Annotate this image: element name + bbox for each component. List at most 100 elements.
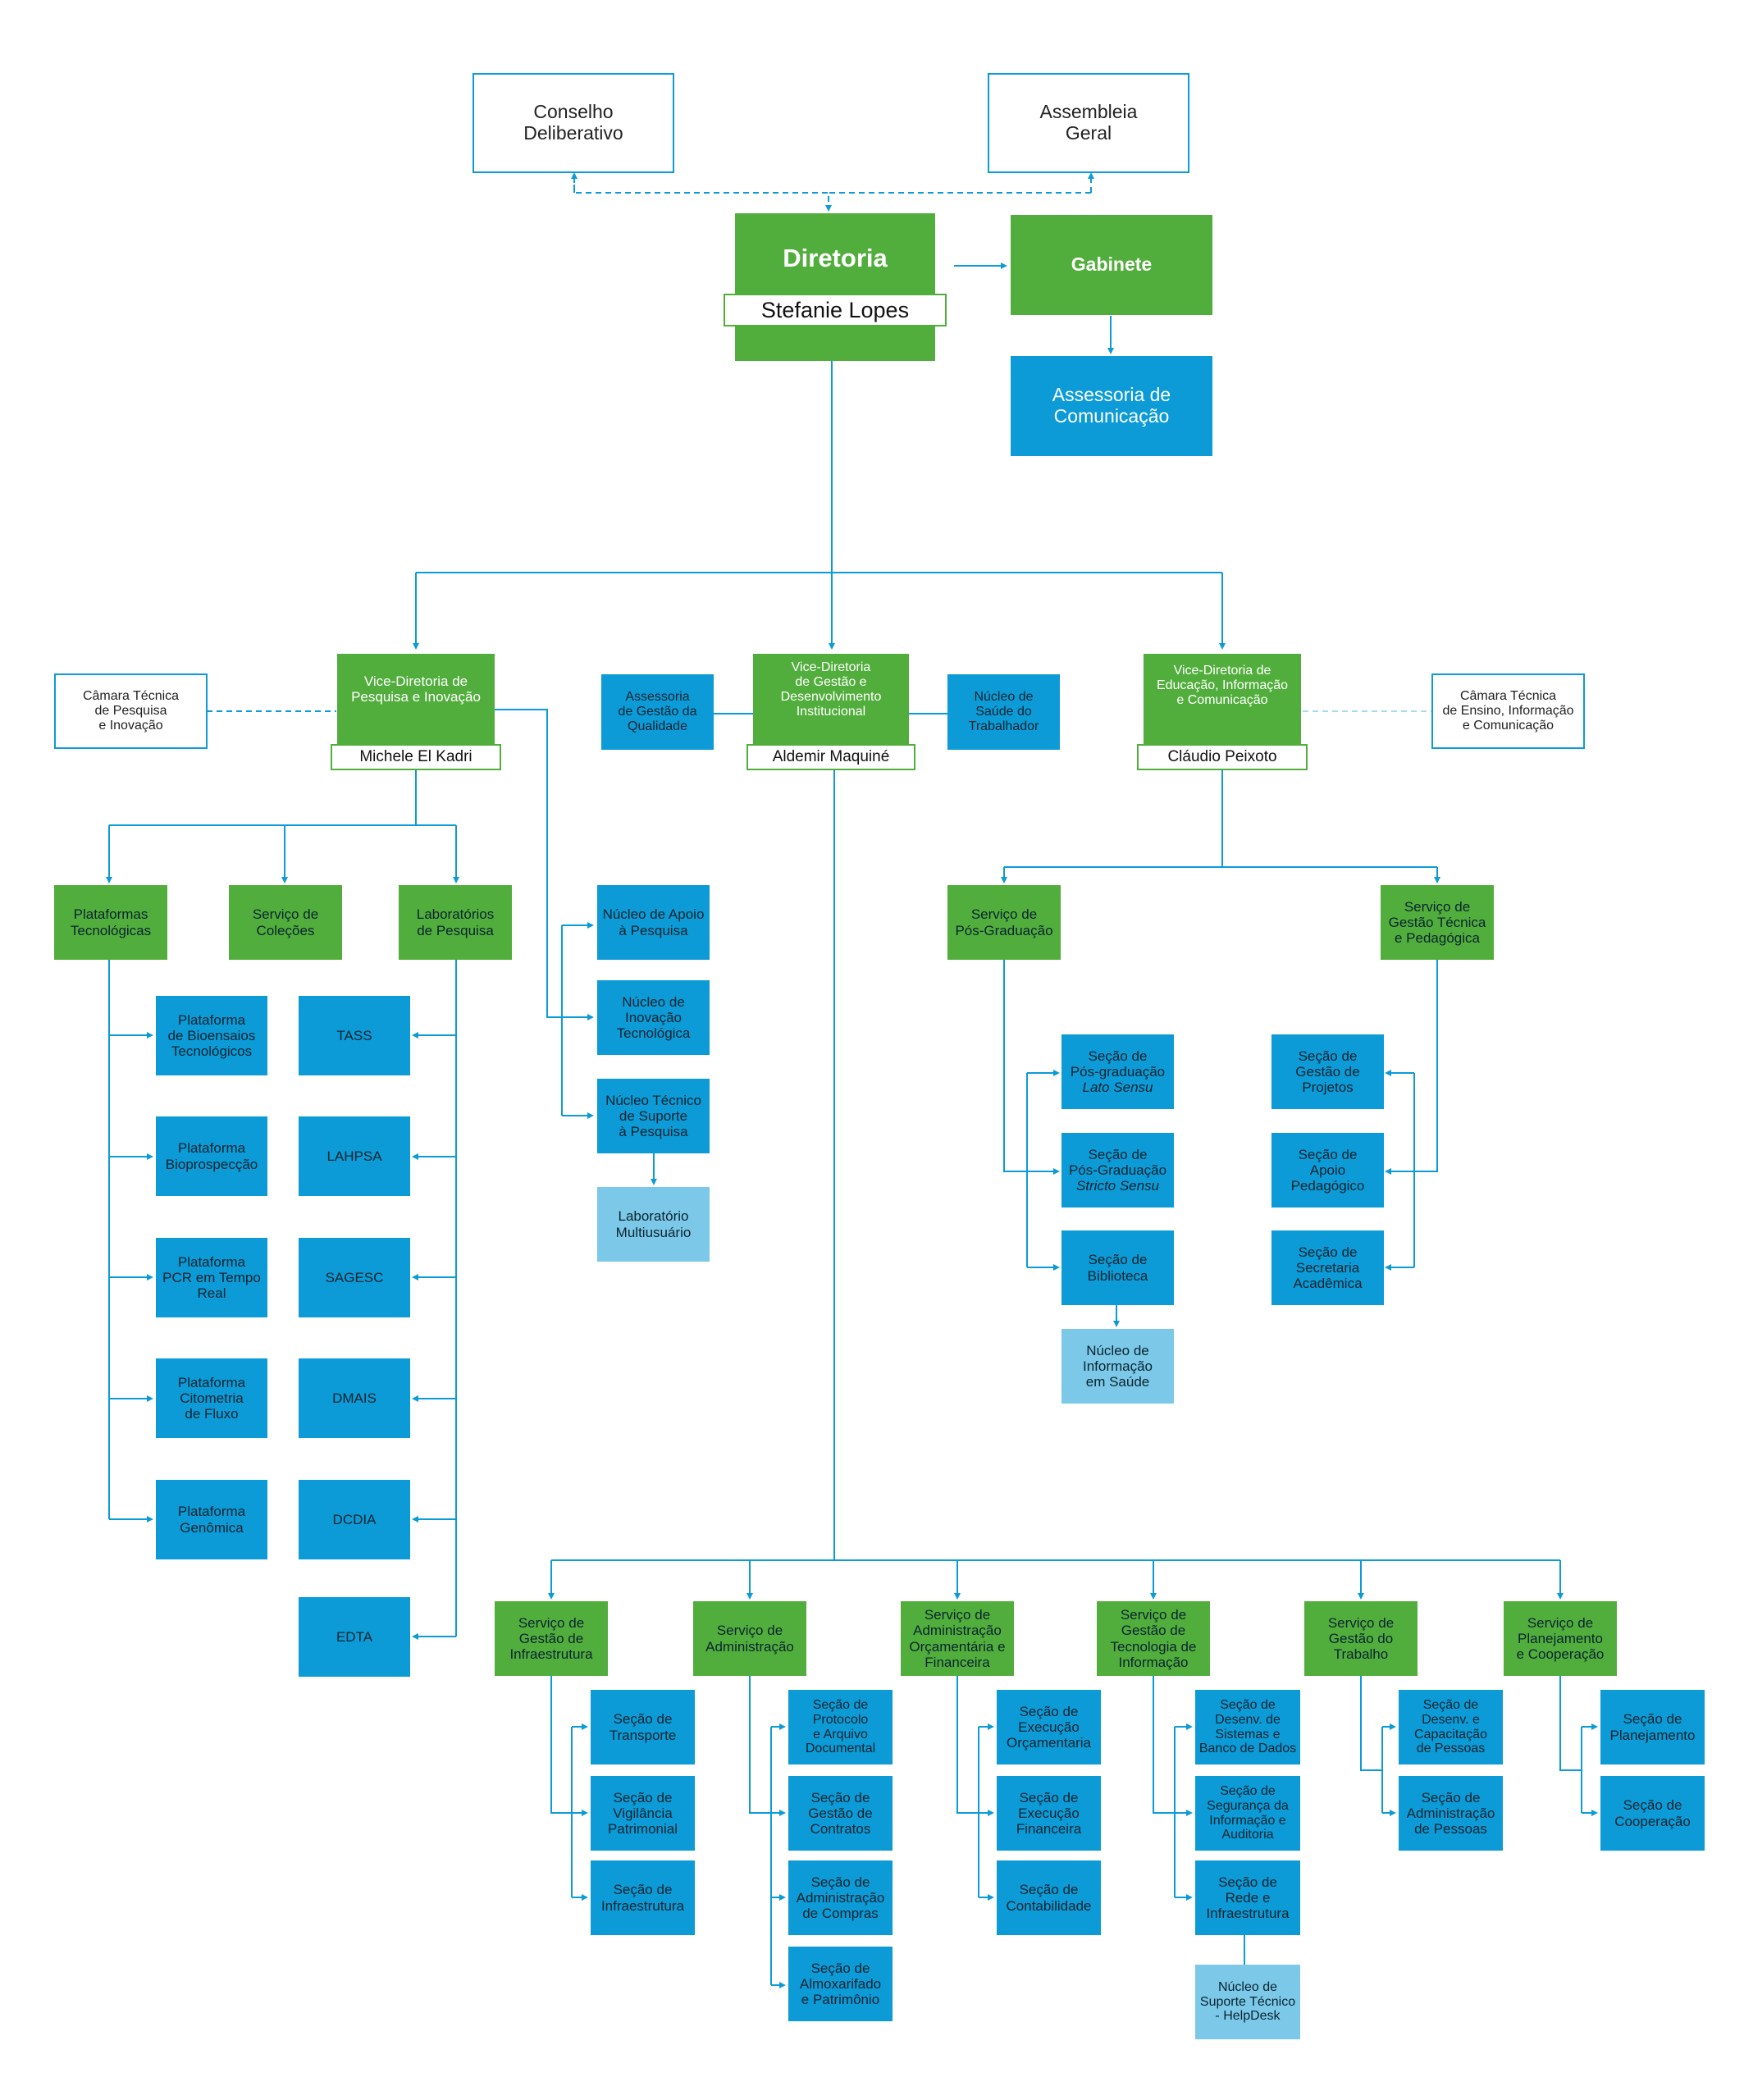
servico-label: Serviço de Gestão do Trabalho — [1327, 1614, 1395, 1663]
conselho-deliberativo-box: Conselho Deliberativo — [473, 73, 674, 173]
secao-label: Seção de Desenv. de Sistemas e Banco de … — [1198, 1697, 1297, 1756]
secao-item: Seção de Segurança da Informação e Audit… — [1195, 1776, 1300, 1851]
camara-educacao-box: Câmara Técnica de Ensino, Informação e C… — [1431, 673, 1585, 749]
plataforma-label: Plataforma Bioprospecção — [165, 1140, 258, 1172]
secretaria-label: Seção de Secretaria Acadêmica — [1293, 1244, 1363, 1292]
servico-label: Serviço de Administração Orçamentária e … — [909, 1607, 1006, 1670]
plataforma-label: Plataforma Citometria de Fluxo — [177, 1374, 246, 1422]
vp-educacao-box: Vice-Diretoria de Educação, Informação e… — [1137, 654, 1308, 770]
lab-item: SAGESC — [299, 1238, 410, 1317]
servico-label: Serviço de Administração — [705, 1623, 794, 1655]
nucleo-label: Núcleo de Apoio à Pesquisa — [602, 906, 705, 938]
plataforma-label: Plataforma de Bioensaios Tecnológicos — [167, 1011, 256, 1060]
projetos-label: Seção de Gestão de Projetos — [1295, 1048, 1360, 1096]
secao-label: Seção de Planejamento — [1609, 1711, 1696, 1743]
assessoria-comunicacao-box: Assessoria de Comunicação — [1011, 356, 1212, 456]
secao-item: Seção de Almoxarifado e Patrimônio — [788, 1947, 893, 2021]
vp-educacao-title: Vice-Diretoria de Educação, Informação e… — [1156, 664, 1289, 707]
assessoria-qualidade-box: Assessoria de Gestão da Qualidade — [601, 674, 714, 750]
stricto-italic-label: Stricto Sensu — [1075, 1178, 1160, 1194]
servico-pos-graduacao-box: Serviço de Pós-Graduação — [947, 885, 1061, 960]
camara-pesquisa-label: Câmara Técnica de Pesquisa e Inovação — [82, 689, 180, 733]
secao-item: Seção de Planejamento — [1600, 1690, 1705, 1764]
pos-graduacao-label: Serviço de Pós-Graduação — [955, 906, 1053, 938]
vp-gestao-box: Vice-Diretoria de Gestão e Desenvolvimen… — [746, 654, 915, 770]
vp-pesquisa-title: Vice-Diretoria de Pesquisa e Inovação — [351, 673, 481, 705]
secao-label: Seção de Administração de Pessoas — [1406, 1789, 1495, 1838]
plataforma-item: Plataforma Genômica — [156, 1480, 267, 1559]
servico-gestao-tecnica-box: Serviço de Gestão Técnica e Pedagógica — [1381, 885, 1494, 960]
camara-pesquisa-box: Câmara Técnica de Pesquisa e Inovação — [54, 673, 208, 749]
assembleia-geral-box: Assembleia Geral — [988, 73, 1189, 173]
secao-label: Seção de Almoxarifado e Patrimônio — [799, 1960, 882, 2008]
secao-apoio-pedagogico-box: Seção de Apoio Pedagógico — [1271, 1133, 1384, 1208]
lab-label: LAHPSA — [326, 1148, 382, 1164]
gestao-tecnica-label: Serviço de Gestão Técnica e Pedagógica — [1388, 898, 1486, 947]
vp-gestao-name: Aldemir Maquiné — [746, 744, 915, 770]
secao-label: Seção de Gestão de Contratos — [808, 1789, 873, 1838]
secao-label: Seção de Rede e Infraestrutura — [1206, 1874, 1290, 1922]
laboratorios-label: Laboratórios de Pesquisa — [416, 906, 495, 938]
lab-item: LAHPSA — [299, 1116, 410, 1196]
lab-item: EDTA — [299, 1597, 410, 1677]
secao-item: Seção de Desenv. e Capacitação de Pessoa… — [1399, 1690, 1503, 1764]
assembleia-label: Assembleia Geral — [1039, 101, 1138, 144]
nucleo-saude-label: Núcleo de Saúde do Trabalhador — [968, 690, 1039, 733]
plataforma-item: Plataforma Citometria de Fluxo — [156, 1358, 267, 1438]
secao-label: Seção de Infraestrutura — [600, 1882, 685, 1914]
plataformas-label: Plataformas Tecnológicas — [70, 906, 152, 938]
gabinete-label: Gabinete — [1071, 253, 1153, 276]
nucleo-info-label: Núcleo de Informação em Saúde — [1082, 1342, 1153, 1390]
lab-item: TASS — [299, 996, 410, 1075]
nucleo-label: Núcleo de Inovação Tecnológica — [616, 993, 691, 1042]
secao-label: Seção de Administração de Compras — [796, 1874, 885, 1922]
secao-item: Seção de Execução Financeira — [997, 1776, 1101, 1851]
laboratorio-multiusuario-box: Laboratório Multiusuário — [597, 1187, 710, 1262]
lab-label: DCDIA — [332, 1511, 377, 1527]
lato-label: Seção de Pós-graduação — [1070, 1048, 1166, 1080]
colecoes-label: Serviço de Coleções — [252, 906, 319, 938]
lab-label: EDTA — [336, 1628, 373, 1645]
vp-gestao-title: Vice-Diretoria de Gestão e Desenvolvimen… — [780, 660, 882, 719]
secao-item: Seção de Infraestrutura — [591, 1860, 695, 1935]
servico-gestao-item: Serviço de Administração Orçamentária e … — [901, 1601, 1014, 1676]
nucleo-label: Núcleo Técnico de Suporte à Pesquisa — [605, 1092, 701, 1140]
plataforma-item: Plataforma de Bioensaios Tecnológicos — [156, 996, 267, 1075]
secao-item: Seção de Vigilância Patrimonial — [591, 1776, 695, 1851]
camara-educacao-label: Câmara Técnica de Ensino, Informação e C… — [1442, 689, 1574, 733]
secao-item: Seção de Desenv. de Sistemas e Banco de … — [1195, 1690, 1300, 1764]
vp-pesquisa-name: Michele El Kadri — [331, 744, 501, 770]
secao-item: Seção de Transporte — [591, 1690, 695, 1764]
secao-item: Seção de Rede e Infraestrutura — [1195, 1860, 1300, 1935]
assessoria-qualidade-label: Assessoria de Gestão da Qualidade — [618, 690, 697, 733]
nucleo-saude-trabalhador-box: Núcleo de Saúde do Trabalhador — [947, 674, 1060, 750]
secao-label: Seção de Cooperação — [1614, 1797, 1691, 1829]
secao-item: Seção de Contabilidade — [997, 1860, 1101, 1935]
secao-label: Seção de Protocolo e Arquivo Documental — [805, 1697, 876, 1756]
secao-item: Seção de Administração de Compras — [788, 1860, 893, 1935]
secao-label: Seção de Vigilância Patrimonial — [607, 1789, 678, 1838]
servico-label: Serviço de Planejamento e Cooperação — [1516, 1614, 1605, 1663]
servico-label: Serviço de Gestão de Infraestrutura — [509, 1614, 593, 1663]
stricto-label: Seção de Pós-Graduação — [1068, 1146, 1167, 1178]
secao-label: Seção de Transporte — [609, 1711, 677, 1743]
nucleo-pesquisa-item: Núcleo Técnico de Suporte à Pesquisa — [597, 1079, 710, 1153]
nucleo-helpdesk-box: Núcleo de Suporte Técnico - HelpDesk — [1195, 1965, 1300, 2039]
apoio-ped-label: Seção de Apoio Pedagógico — [1290, 1146, 1365, 1194]
secao-label: Seção de Contabilidade — [1006, 1882, 1092, 1914]
secao-item: Seção de Cooperação — [1600, 1776, 1705, 1851]
gabinete-box: Gabinete — [1011, 215, 1212, 315]
vp-pesquisa-box: Vice-Diretoria de Pesquisa e Inovação Mi… — [331, 654, 501, 770]
plataforma-item: Plataforma Bioprospecção — [156, 1116, 267, 1196]
diretora-name: Stefanie Lopes — [724, 294, 947, 326]
servico-colecoes-box: Serviço de Coleções — [229, 885, 342, 960]
servico-gestao-item: Serviço de Administração — [693, 1601, 806, 1676]
diretoria-title: Diretoria — [783, 244, 888, 272]
secao-label: Seção de Desenv. e Capacitação de Pessoa… — [1414, 1697, 1487, 1756]
secao-secretaria-box: Seção de Secretaria Acadêmica — [1271, 1230, 1384, 1305]
vp-educacao-name: Cláudio Peixoto — [1137, 744, 1308, 770]
secao-biblioteca-box: Seção de Biblioteca — [1061, 1230, 1174, 1305]
secao-item: Seção de Protocolo e Arquivo Documental — [788, 1690, 893, 1764]
secao-item: Seção de Gestão de Contratos — [788, 1776, 893, 1851]
